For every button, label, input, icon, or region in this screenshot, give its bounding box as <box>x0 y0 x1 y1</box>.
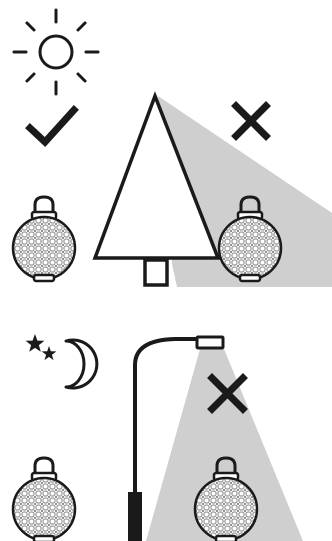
solar-lantern-icon <box>13 458 75 541</box>
sun-icon <box>14 10 98 94</box>
moon-stars-icon <box>26 334 97 388</box>
daytime-panel <box>13 10 332 287</box>
nighttime-panel <box>13 334 303 541</box>
solar-lantern-icon <box>13 197 75 281</box>
cross-icon <box>236 106 266 136</box>
check-icon <box>30 110 74 142</box>
